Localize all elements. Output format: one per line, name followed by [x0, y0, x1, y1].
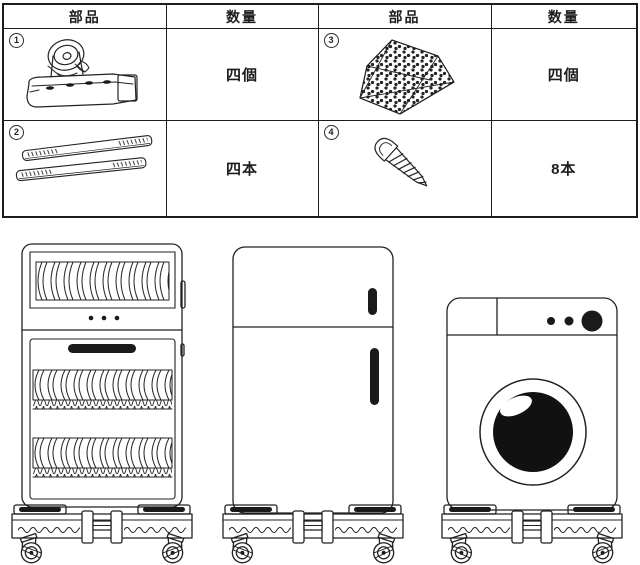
indicator-dot — [101, 315, 107, 321]
refrigerator — [223, 246, 403, 565]
qty-cell-3: 四個 — [490, 28, 638, 121]
part-number-badge: 2 — [9, 125, 24, 140]
upper-plate-rack — [29, 251, 176, 309]
part-cell-3: 3 — [317, 28, 492, 121]
control-knob — [581, 310, 603, 332]
extension-bar-part-icon — [15, 134, 153, 181]
qty-cell-2: 四本 — [165, 120, 319, 218]
part-number-badge: 4 — [323, 125, 339, 140]
indicator-dot — [88, 315, 94, 321]
screw — [373, 137, 427, 186]
screw-part-icon — [373, 137, 427, 186]
pad-wedge — [358, 38, 455, 115]
header-parts-2: 部品 — [317, 3, 492, 29]
lower-door — [29, 338, 176, 500]
bar-1 — [21, 134, 153, 161]
door-porthole — [479, 378, 587, 486]
part-cell-4: 4 — [317, 120, 492, 218]
indicator-dot — [114, 315, 120, 321]
bracket-arm — [26, 72, 138, 108]
appliances-on-caster-bases-illustration — [0, 243, 640, 565]
dish-dryer-cabinet — [12, 243, 192, 565]
qty-cell-1: 四個 — [165, 28, 319, 121]
control-button — [547, 317, 555, 325]
wheel-assembly — [47, 38, 90, 78]
part-number-badge: 1 — [9, 33, 24, 48]
glass-highlight — [500, 395, 532, 417]
parts-table-header-row: 部品 数量 部品 数量 — [2, 3, 638, 29]
part-number-badge: 3 — [323, 33, 339, 48]
header-qty-2: 数量 — [490, 3, 638, 29]
parts-table: 部品 数量 部品 数量 1 — [2, 3, 638, 218]
caster-wheel-corner-part-icon — [26, 38, 138, 108]
parts-row-2: 2 — [2, 120, 638, 218]
bar-2 — [15, 156, 147, 181]
header-qty-1: 数量 — [165, 3, 319, 29]
washing-machine — [442, 297, 622, 565]
header-parts-1: 部品 — [2, 3, 167, 29]
control-button — [564, 316, 574, 326]
door-handle — [68, 344, 136, 353]
qty-cell-4: 8本 — [490, 120, 638, 218]
freezer-door-handle — [368, 288, 377, 315]
fridge-door-handle — [370, 348, 379, 405]
parts-row-1: 1 — [2, 28, 638, 121]
part-cell-2: 2 — [2, 120, 167, 218]
anti-slip-pad-part-icon — [358, 38, 455, 115]
part-cell-1: 1 — [2, 28, 167, 121]
